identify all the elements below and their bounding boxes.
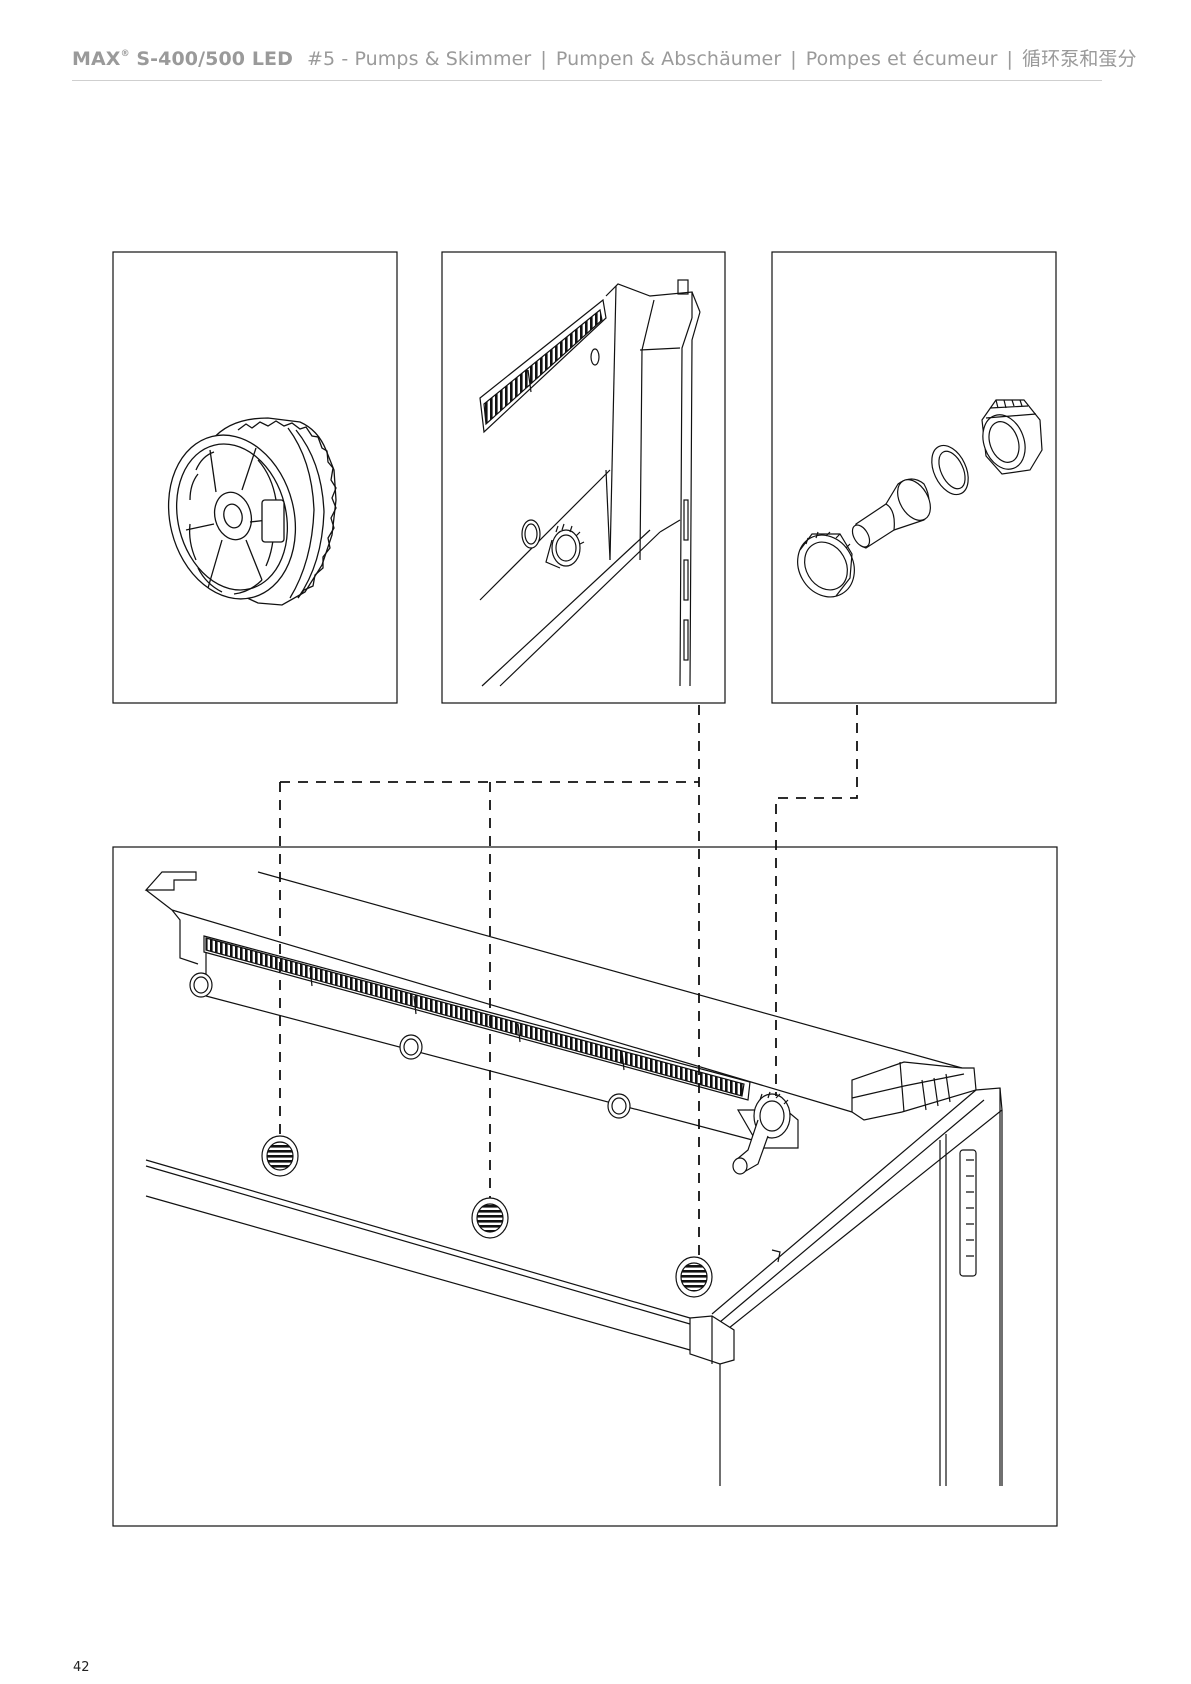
floor-strainer [472,1198,508,1238]
detail-panel-fittings [772,252,1056,703]
detail-panel-strainer [113,252,397,703]
main-panel-tank [113,847,1057,1526]
floor-strainer [262,1136,298,1176]
page-number: 42 [73,1660,90,1675]
floor-strainer [676,1257,712,1297]
detail-panel-bulkhead-interior [442,252,725,703]
